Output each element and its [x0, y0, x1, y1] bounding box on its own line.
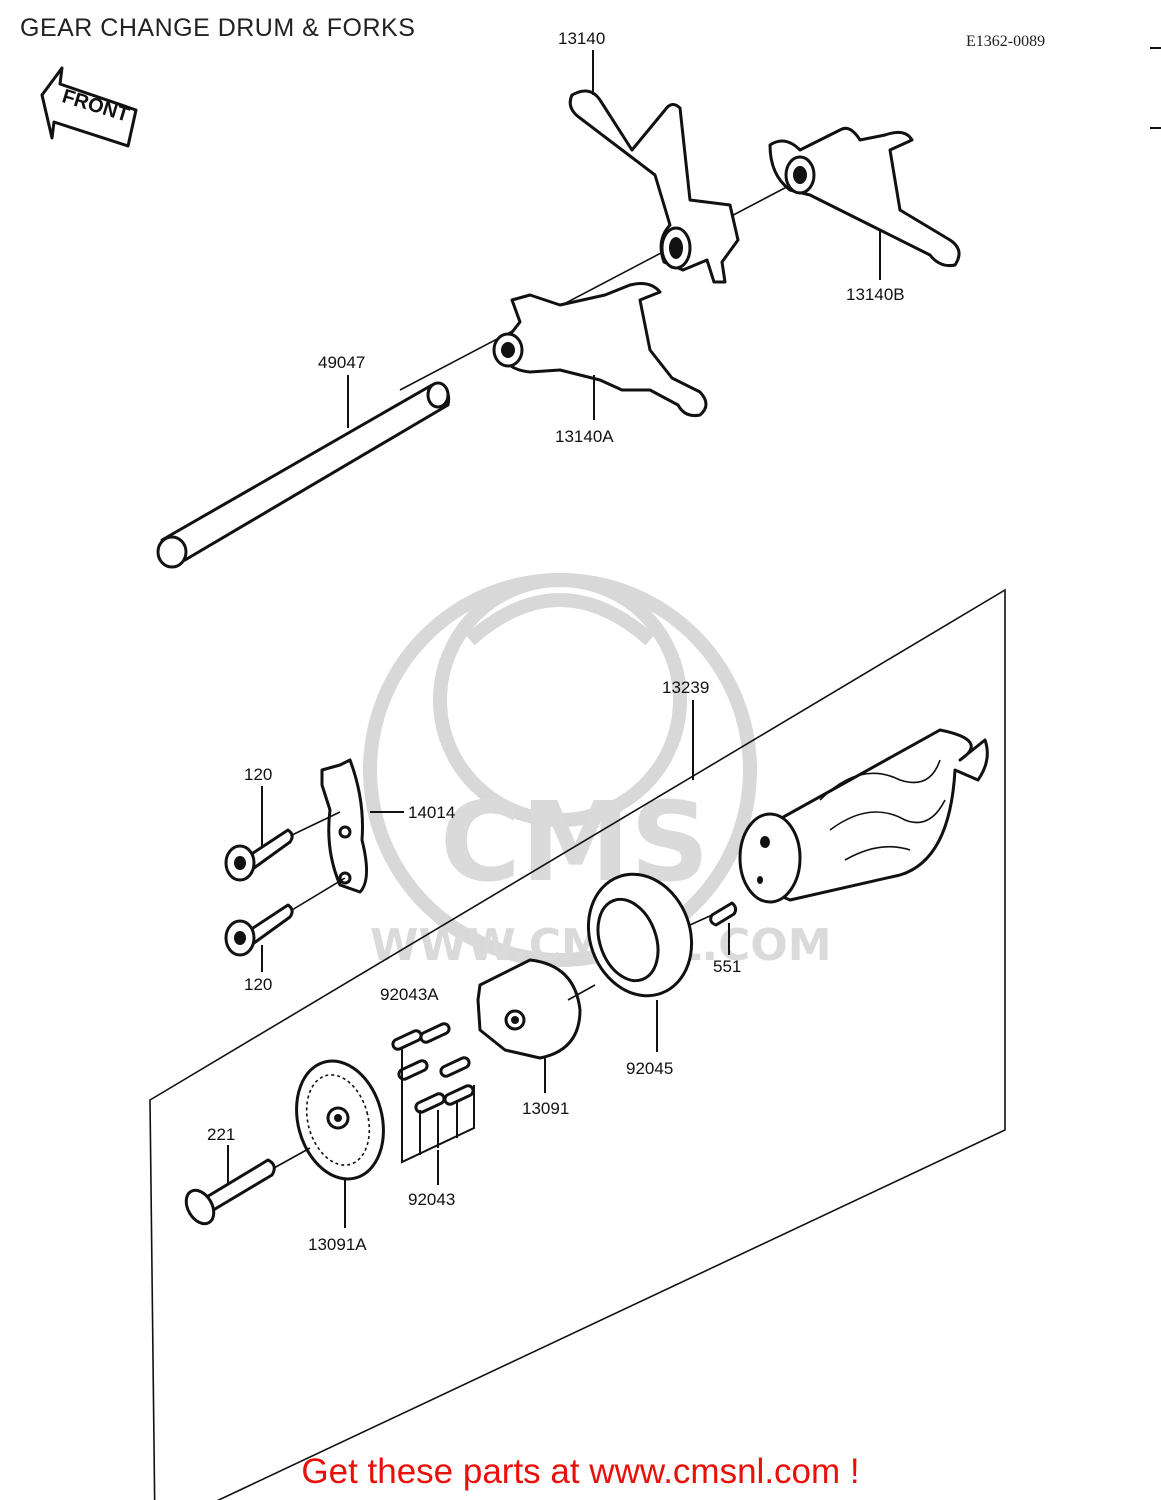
label-551: 551 [713, 957, 741, 976]
diagram-reference-code: E1362-0089 [966, 33, 1046, 50]
pin-551 [709, 901, 738, 927]
label-221: 221 [207, 1125, 235, 1144]
page-title: GEAR CHANGE DRUM & FORKS [20, 14, 416, 42]
drum-assembly-box [149, 588, 1006, 1500]
label-13091a: 13091A [308, 1235, 367, 1254]
front-direction-arrow: FRONT [40, 66, 138, 148]
watermark-logo-text: CMS [440, 778, 709, 906]
shift-fork-13140b [768, 126, 961, 267]
label-49047: 49047 [318, 353, 365, 372]
change-drum-13239 [738, 728, 989, 904]
shop-link-footer[interactable]: Get these parts at www.cmsnl.com ! [301, 1452, 860, 1491]
bolt-120-top [224, 828, 294, 882]
shift-fork-13140 [568, 89, 740, 284]
cam-plate-13091a [295, 1059, 385, 1181]
label-13239: 13239 [662, 678, 709, 697]
bolt-120-bottom [224, 903, 294, 957]
shift-rod-49047 [156, 381, 451, 569]
stopper-plate-14014 [320, 758, 368, 894]
label-13140a: 13140A [555, 427, 614, 446]
label-92043: 92043 [408, 1190, 455, 1209]
label-92045: 92045 [626, 1059, 673, 1078]
label-13140b: 13140B [846, 285, 905, 304]
shift-fork-13140a [492, 282, 708, 417]
label-14014: 14014 [408, 803, 455, 822]
label-92043a: 92043A [380, 985, 439, 1004]
label-13091: 13091 [522, 1099, 569, 1118]
pin-holder-13091 [476, 958, 582, 1060]
label-120-bottom: 120 [244, 975, 272, 994]
leader-lines [227, 50, 881, 1228]
label-13140: 13140 [558, 29, 605, 48]
pins-92043 [391, 1022, 475, 1164]
label-120-top: 120 [244, 765, 272, 784]
bearing-92045 [586, 872, 694, 998]
